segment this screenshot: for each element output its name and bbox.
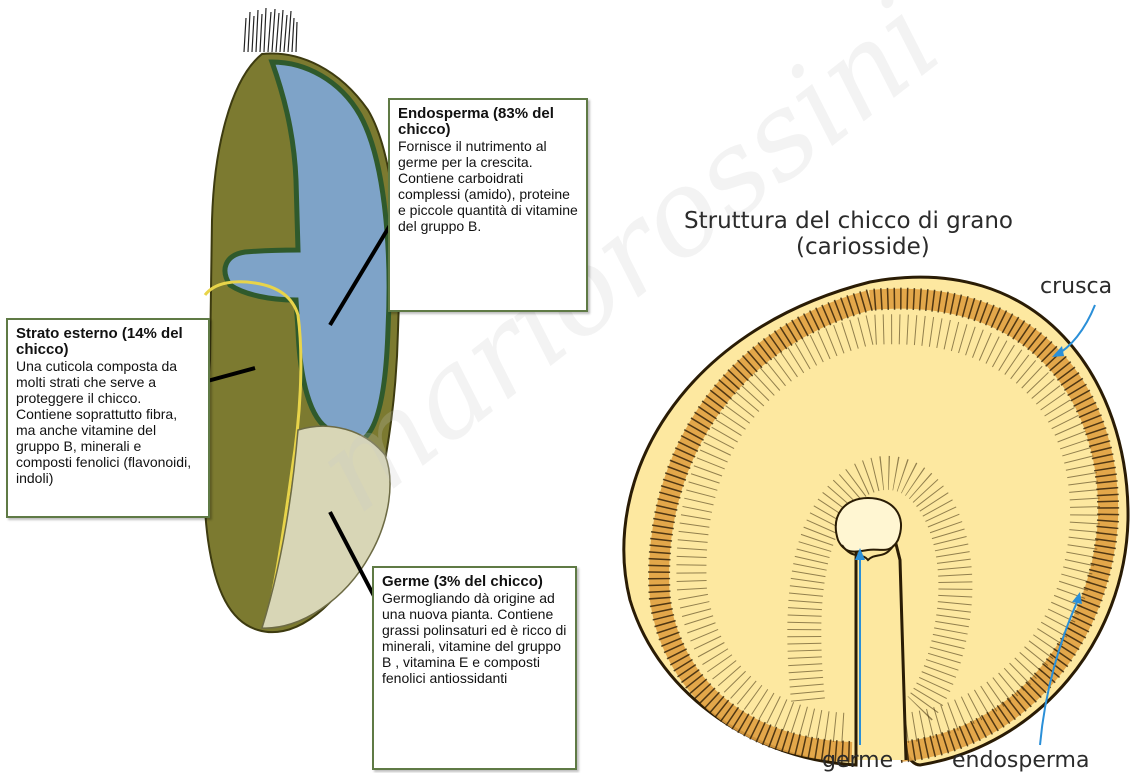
callout-germe: Germe (3% del chicco) Germogliando dà or… bbox=[372, 566, 577, 770]
label-endosperma: endosperma bbox=[952, 748, 1089, 773]
callout-germe-title: Germe (3% del chicco) bbox=[382, 574, 567, 590]
callout-endosperma-body: Fornisce il nutrimento al germe per la c… bbox=[398, 138, 578, 234]
callout-strato-esterno-body: Una cuticola composta da molti strati ch… bbox=[16, 358, 200, 486]
kernel-brush-hairs bbox=[244, 8, 297, 52]
callout-endosperma-title: Endosperma (83% del chicco) bbox=[398, 106, 578, 138]
label-germe: germe bbox=[822, 748, 893, 773]
grain-structure-title-line1: Struttura del chicco di grano bbox=[680, 208, 1080, 234]
label-crusca: crusca bbox=[1040, 274, 1112, 299]
grain-germ bbox=[836, 498, 901, 552]
grain-structure-title-line2: (cariosside) bbox=[680, 234, 1080, 260]
callout-strato-esterno-title: Strato esterno (14% del chicco) bbox=[16, 326, 200, 358]
callout-endosperma: Endosperma (83% del chicco) Fornisce il … bbox=[388, 98, 588, 312]
grain-structure-title: Struttura del chicco di grano (cariossid… bbox=[680, 208, 1080, 260]
grain-cross-section bbox=[624, 277, 1128, 765]
callout-germe-body: Germogliando dà origine ad una nuova pia… bbox=[382, 590, 567, 686]
wheat-kernel-section bbox=[200, 8, 399, 632]
callout-strato-esterno: Strato esterno (14% del chicco) Una cuti… bbox=[6, 318, 210, 518]
